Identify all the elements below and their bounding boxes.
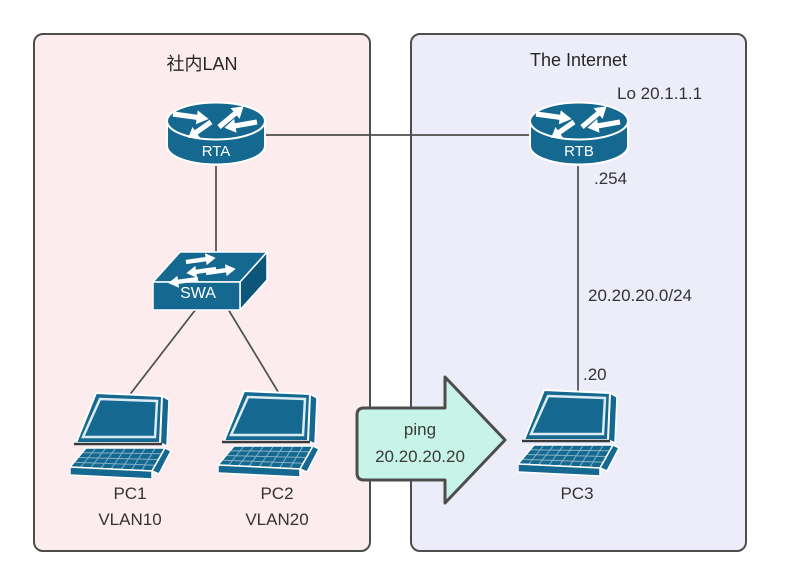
internet-zone-title: The Internet <box>529 50 628 70</box>
rtb-interface-ip-label: .254 <box>594 169 628 188</box>
pc1-label: PC1 <box>113 484 147 503</box>
pc2-icon <box>218 390 320 478</box>
pc3-icon <box>518 389 620 477</box>
link-swa-pc1 <box>127 308 197 398</box>
router-rta-label: RTA <box>201 143 231 160</box>
pc2-vlan-label: VLAN20 <box>245 510 309 529</box>
switch-swa-icon <box>152 251 268 311</box>
ping-arrow-icon <box>355 375 507 505</box>
link-swa-pc2 <box>227 308 281 396</box>
router-rtb-icon <box>529 101 629 166</box>
lan-zone-title: 社内LAN <box>166 54 238 74</box>
rtb-loopback-label: Lo 20.1.1.1 <box>617 84 703 103</box>
pc3-label: PC3 <box>560 484 594 503</box>
ping-command-label: ping <box>403 420 437 439</box>
switch-swa-label: SWA <box>180 285 216 302</box>
ping-target-label: 20.20.20.20 <box>375 447 465 466</box>
pc2-label: PC2 <box>260 484 294 503</box>
router-rta-icon <box>166 101 266 166</box>
pc1-icon <box>70 392 172 480</box>
router-rtb-label: RTB <box>564 143 594 160</box>
pc1-vlan-label: VLAN10 <box>98 510 162 529</box>
subnet-label: 20.20.20.0/24 <box>588 286 692 305</box>
pc3-ip-label: .20 <box>583 365 607 384</box>
